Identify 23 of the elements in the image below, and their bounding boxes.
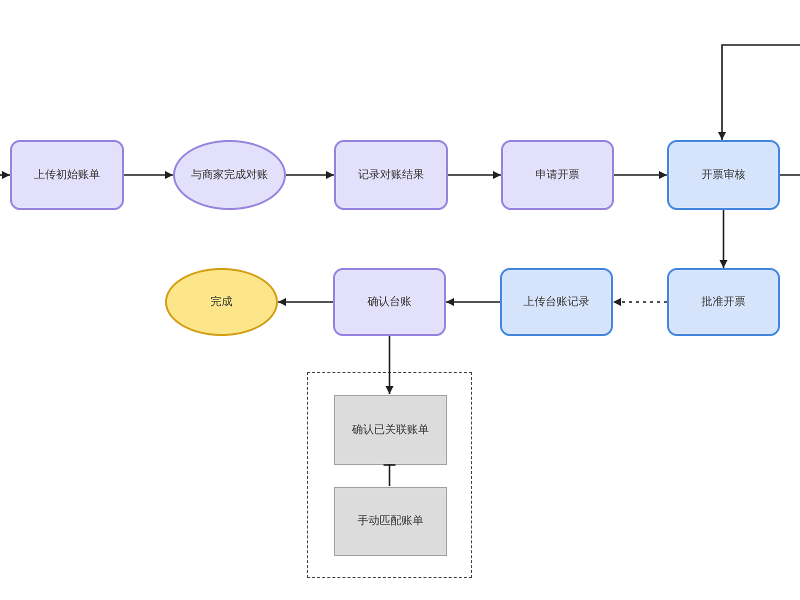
process-box: 上传初始账单 <box>10 140 124 210</box>
arrow <box>286 171 334 179</box>
arrow <box>718 44 800 140</box>
arrow <box>278 298 333 306</box>
dashed-group-frame <box>307 372 472 578</box>
arrow <box>124 171 173 179</box>
process-box: 确认已关联账单 <box>334 395 447 465</box>
process-box: 申请开票 <box>501 140 614 210</box>
process-box: 确认台账 <box>333 268 446 336</box>
process-box: 手动匹配账单 <box>334 487 447 556</box>
process-box: 批准开票 <box>667 268 780 336</box>
arrow <box>720 210 728 268</box>
ellipse-node: 与商家完成对账 <box>173 140 286 210</box>
arrow <box>446 298 500 306</box>
ellipse-node: 完成 <box>165 268 278 336</box>
arrow <box>614 171 667 179</box>
arrow <box>448 171 501 179</box>
process-box: 开票审核 <box>667 140 780 210</box>
arrow <box>386 336 394 394</box>
process-box: 上传台账记录 <box>500 268 613 336</box>
arrow <box>0 171 10 179</box>
arrow <box>613 298 667 306</box>
process-box: 记录对账结果 <box>334 140 448 210</box>
